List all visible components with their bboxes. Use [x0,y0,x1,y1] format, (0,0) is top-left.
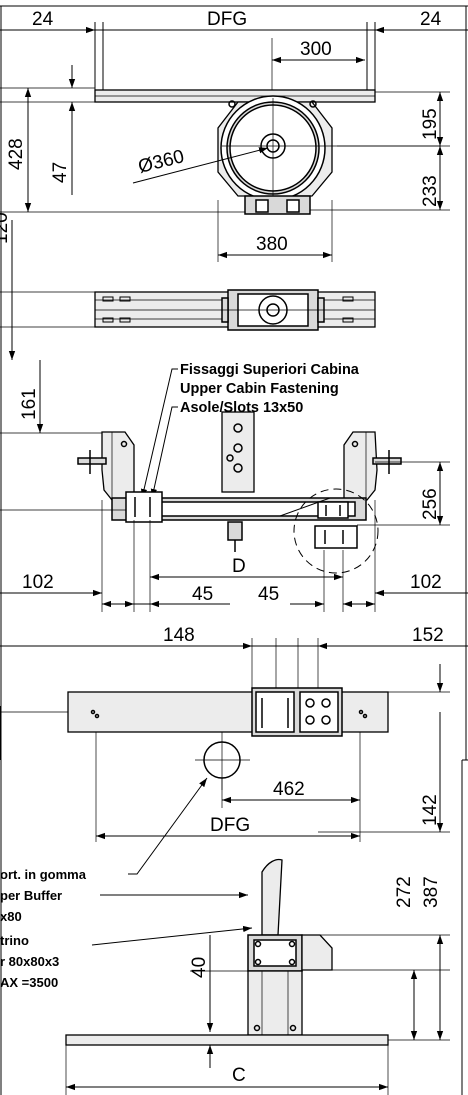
top-view: 24 DFG 24 300 428 47 Ø360 [0,9,468,360]
dim-post: 40 [189,957,210,978]
dim-spacing-a: 45 [192,584,213,605]
callout-rubber-buffer-en: per Buffer [0,888,62,903]
dim-width-d: D [232,556,246,577]
dim-spacing-b: 45 [258,584,279,605]
dim-right-offset: 152 [412,625,444,646]
dim-center-offset: 462 [273,779,305,800]
dim-right-margin: 24 [420,9,442,30]
dim-width-c: C [232,1065,246,1086]
dim-plan-width: DFG [210,815,250,836]
dim-base-width: 380 [256,234,288,255]
dim-top-height: 161 [19,388,40,420]
dim-diameter: Ø360 [136,146,186,178]
plan-view: 148 152 142 462 DFG [0,625,468,842]
front-view: Fissaggi Superiori Cabina Upper Cabin Fa… [0,360,468,612]
dim-height-a: 272 [394,876,415,908]
section-view [0,289,376,331]
dim-right-102: 102 [410,572,442,593]
drawing-frame [0,5,468,1095]
dim-beam-height: 47 [50,162,71,183]
callout-profile-it: trino [0,933,29,948]
dim-upper-offset: 195 [420,108,441,140]
dim-lower-offset: 233 [420,175,441,207]
dim-total-height: 428 [6,138,27,170]
side-view: ort. in gomma per Buffer x80 trino r 80x… [0,777,450,1095]
dim-left-margin: 24 [32,9,54,30]
callout-buffer-size: x80 [0,909,22,924]
dim-right-height: 256 [420,488,441,520]
callout-upper-fastening-it: Fissaggi Superiori Cabina [180,362,360,378]
dim-half-offset: 300 [300,39,332,60]
dim-height-b: 387 [421,876,442,908]
callout-max-length: AX =3500 [0,975,58,990]
dim-left-102: 102 [22,572,54,593]
callout-rubber-buffer-it: ort. in gomma [0,867,87,882]
callout-slots: Asole/Slots 13x50 [180,400,303,416]
dim-left-offset: 148 [163,625,195,646]
callout-upper-fastening-en: Upper Cabin Fastening [180,381,339,397]
dim-plan-height: 142 [420,794,441,826]
callout-profile-size: r 80x80x3 [0,954,59,969]
drum-base [244,195,311,215]
dim-cut-off: 120 [0,212,12,244]
dim-width: DFG [207,9,247,30]
base-plate [65,1034,389,1046]
